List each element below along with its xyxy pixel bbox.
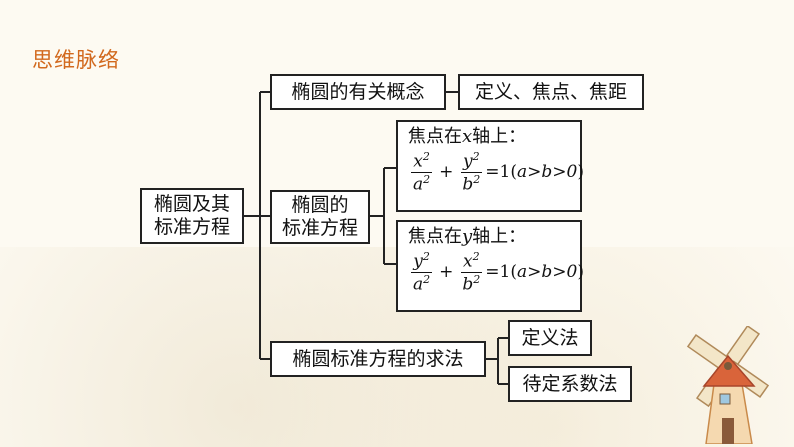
focus-x-equation: x2 a2 + y2 b2 =1(a>b>0) xyxy=(411,149,584,195)
root-line-2: 标准方程 xyxy=(153,216,230,238)
branch-concepts: 椭圆的有关概念 xyxy=(270,74,446,110)
focus-y-heading: 焦点在y轴上： xyxy=(408,226,527,247)
windmill-illustration xyxy=(686,326,770,444)
branch-standard-line-1: 椭圆的 xyxy=(291,194,349,217)
method-undetermined-label: 待定系数法 xyxy=(522,372,618,395)
branch-standard-equation: 椭圆的 标准方程 xyxy=(270,190,370,244)
branch-solving-label: 椭圆标准方程的求法 xyxy=(292,347,464,370)
root-node: 椭圆及其 标准方程 xyxy=(140,188,244,244)
method-definition-label: 定义法 xyxy=(521,326,579,349)
concepts-detail: 定义、焦点、焦距 xyxy=(458,74,644,110)
section-title: 思维脉络 xyxy=(32,48,120,72)
focus-x-heading: 焦点在x轴上： xyxy=(408,126,527,147)
method-undetermined-coefficients: 待定系数法 xyxy=(508,366,632,402)
focus-y-axis-box: 焦点在y轴上： y2 a2 + x2 b2 =1(a>b>0) xyxy=(396,220,584,312)
root-line-1: 椭圆及其 xyxy=(153,193,230,216)
method-definition: 定义法 xyxy=(508,320,592,356)
focus-y-equation: y2 a2 + x2 b2 =1(a>b>0) xyxy=(411,249,584,295)
branch-solving-methods: 椭圆标准方程的求法 xyxy=(270,341,486,377)
concepts-detail-label: 定义、焦点、焦距 xyxy=(474,80,627,103)
focus-x-axis-box: 焦点在x轴上： x2 a2 + y2 b2 =1(a>b>0) xyxy=(396,120,584,212)
branch-standard-line-2: 标准方程 xyxy=(281,217,358,239)
branch-concepts-label: 椭圆的有关概念 xyxy=(291,80,425,103)
